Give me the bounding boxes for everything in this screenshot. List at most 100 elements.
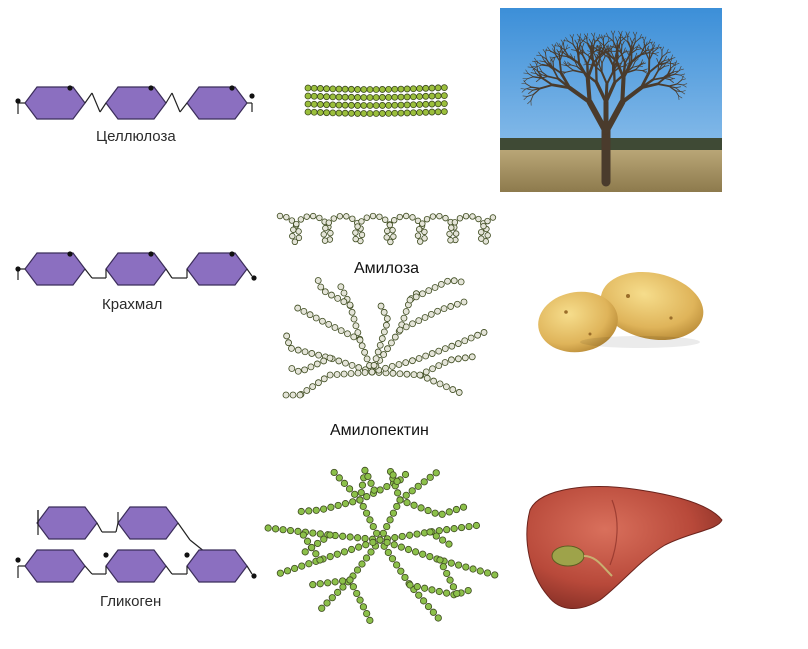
monomer-bead: [342, 360, 348, 366]
monomer-bead: [438, 281, 444, 287]
monomer-bead: [392, 94, 398, 100]
monomer-bead: [361, 86, 367, 92]
monomer-bead: [468, 335, 474, 341]
monomer-bead: [411, 502, 417, 508]
monomer-bead: [321, 358, 327, 364]
potatoes-photo: [534, 263, 710, 357]
monomer-bead: [435, 101, 441, 107]
monomer-bead: [425, 507, 431, 513]
cellulose-glucose-unit: [106, 87, 166, 119]
monomer-bead: [448, 560, 454, 566]
monomer-bead: [475, 332, 481, 338]
monomer-bead: [386, 110, 392, 116]
monomer-bead: [465, 587, 471, 593]
monomer-bead: [454, 301, 460, 307]
monomer-bead: [364, 493, 370, 499]
monomer-bead: [429, 587, 435, 593]
monomer-bead: [378, 303, 384, 309]
monomer-bead: [435, 308, 441, 314]
monomer-bead: [294, 221, 300, 227]
monomer-bead: [469, 354, 475, 360]
monomer-bead: [296, 229, 302, 235]
monomer-bead: [311, 93, 317, 99]
monomer-bead: [435, 109, 441, 115]
monomer-bead: [403, 324, 409, 330]
monomer-bead: [403, 213, 409, 219]
monomer-bead: [484, 570, 490, 576]
monomer-bead: [344, 214, 350, 220]
monomer-bead: [463, 564, 469, 570]
monomer-bead: [420, 598, 426, 604]
monomer-bead: [398, 94, 404, 100]
monomer-bead: [390, 370, 396, 376]
monomer-bead: [462, 355, 468, 361]
monomer-bead: [348, 370, 354, 376]
monomer-bead: [360, 604, 366, 610]
monomer-bead: [448, 225, 454, 231]
monomer-bead: [315, 380, 321, 386]
monomer-bead: [307, 312, 313, 318]
monomer-bead: [402, 471, 408, 477]
monomer-bead: [330, 102, 336, 108]
monomer-bead: [368, 480, 374, 486]
monomer-bead: [423, 93, 429, 99]
monomer-bead: [392, 110, 398, 116]
monomer-bead: [295, 305, 301, 311]
monomer-bead: [448, 237, 454, 243]
monomer-bead: [304, 214, 310, 220]
monomer-bead: [313, 551, 319, 557]
monomer-bead: [308, 364, 314, 370]
monomer-bead: [416, 592, 422, 598]
cellulose-glucose-unit: [25, 87, 85, 119]
monomer-bead: [289, 365, 295, 371]
glycogen-glucose-unit: [118, 507, 178, 539]
monomer-bead: [371, 487, 377, 493]
monomer-bead: [361, 110, 367, 116]
monomer-bead: [370, 523, 376, 529]
monomer-bead: [379, 102, 385, 108]
monomer-bead: [336, 102, 342, 108]
monomer-bead: [332, 579, 338, 585]
monomer-bead: [385, 549, 391, 555]
monomer-bead: [371, 362, 377, 368]
monomer-bead: [304, 538, 310, 544]
monomer-bead: [336, 475, 342, 481]
monomer-bead: [381, 309, 387, 315]
monomer-bead: [298, 508, 304, 514]
monomer-bead: [381, 352, 387, 358]
monomer-bead: [428, 311, 434, 317]
monomer-bead: [341, 549, 347, 555]
monomer-bead: [283, 392, 289, 398]
monomer-bead: [485, 233, 491, 239]
monomer-bead: [341, 371, 347, 377]
monomer-bead: [355, 94, 361, 100]
monomer-bead: [473, 522, 479, 528]
monomer-bead: [386, 102, 392, 108]
monomer-bead: [305, 101, 311, 107]
monomer-bead: [317, 101, 323, 107]
monomer-bead: [387, 517, 393, 523]
monomer-bead: [451, 525, 457, 531]
monomer-bead: [322, 289, 328, 295]
monomer-bead: [387, 222, 393, 228]
monomer-bead: [265, 525, 271, 531]
monomer-bead: [342, 94, 348, 100]
monomer-bead: [317, 109, 323, 115]
monomer-bead: [324, 94, 330, 100]
starch-label: Крахмал: [102, 296, 162, 313]
monomer-bead: [386, 86, 392, 92]
monomer-bead: [446, 541, 452, 547]
monomer-bead: [367, 86, 373, 92]
monomer-bead: [390, 510, 396, 516]
monomer-bead: [422, 229, 428, 235]
monomer-bead: [339, 578, 345, 584]
monomer-bead: [420, 291, 426, 297]
monomer-bead: [417, 102, 423, 108]
monomer-bead: [365, 473, 371, 479]
monomer-bead: [353, 230, 359, 236]
monomer-bead: [354, 535, 360, 541]
monomer-bead: [375, 349, 381, 355]
monomer-bead: [360, 503, 366, 509]
monomer-bead: [311, 85, 317, 91]
monomer-bead: [407, 297, 413, 303]
